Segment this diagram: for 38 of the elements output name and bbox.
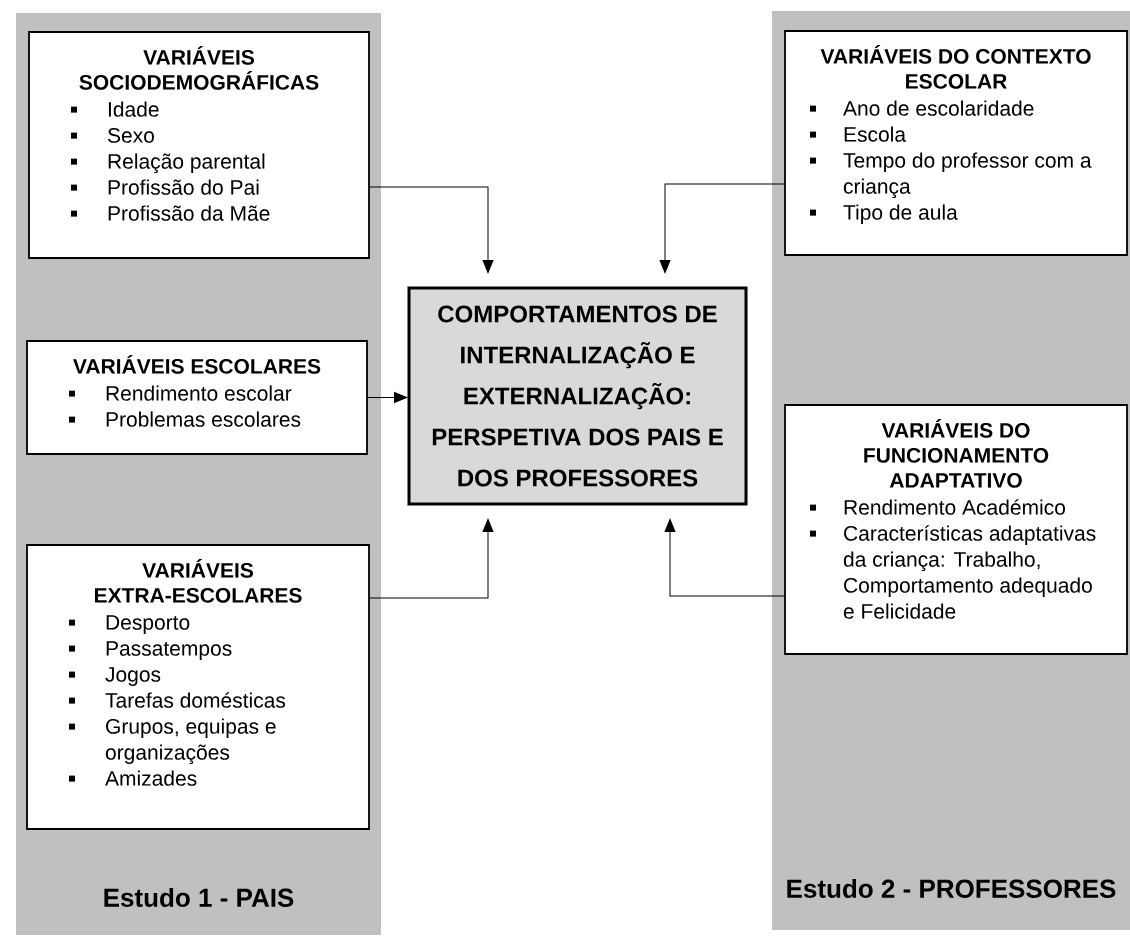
box-heading: VARIÁVEIS EXTRA-ESCOLARES: [95, 559, 302, 603]
list-item: Escola: [810, 126, 907, 142]
list-item: Ano de escolaridade: [810, 100, 1034, 116]
variable-box: [26, 544, 370, 830]
list-item: Tarefas domésticas: [69, 692, 286, 708]
list-item: Grupos, equipas e organizações: [69, 718, 276, 765]
list-item: Amizades: [69, 770, 197, 786]
arrow: [368, 186, 494, 274]
list-item: Tipo de aula: [810, 204, 958, 224]
list-item: Rendimento escolar: [69, 385, 292, 401]
list-item: Características adaptativas da criança: Trabalho, Comportamento adequado e Felicidade: [810, 525, 1096, 619]
variable-box: [784, 404, 1128, 655]
list-item: Profissão da Mãe: [71, 205, 270, 221]
box-heading: VARIÁVEIS SOCIODEMOGRÁFICAS: [79, 46, 319, 90]
arrow: [366, 392, 408, 403]
list-item: Rendimento Académico: [810, 499, 1065, 515]
variable-box: [28, 31, 370, 259]
list-item: Problemas escolares: [69, 411, 301, 427]
list-item: Sexo: [71, 127, 154, 143]
box-heading: VARIÁVEIS DO FUNCIONAMENTO ADAPTATIVO: [864, 419, 1049, 488]
arrow: [659, 183, 786, 274]
outcome-text: COMPORTAMENTOS DE INTERNALIZAÇÃO E EXTERNALIZAÇÃO: PERSPETIVA DOS PAIS E DOS PROFESSORES: [432, 305, 723, 487]
list-item: Passatempos: [69, 641, 232, 660]
arrow: [368, 518, 494, 599]
list-item: Jogos: [69, 667, 161, 686]
variable-box: [26, 340, 368, 455]
list-item: Desporto: [69, 615, 190, 634]
variable-box: [784, 30, 1128, 256]
box-heading: VARIÁVEIS ESCOLARES: [73, 355, 321, 374]
list-item: Relação parental: [71, 153, 265, 174]
box-heading: VARIÁVEIS DO CONTEXTO ESCOLAR: [820, 45, 1091, 89]
list-item: Tempo do professor com a criança: [810, 152, 1092, 199]
list-item: Profissão do Pai: [71, 179, 259, 195]
panel-label: Estudo 1 - PAIS: [104, 887, 294, 907]
outcome-box: [407, 286, 748, 506]
list-item: Idade: [71, 101, 159, 117]
arrow: [664, 518, 786, 597]
panel-label: Estudo 2 - PROFESSORES: [787, 878, 1116, 898]
